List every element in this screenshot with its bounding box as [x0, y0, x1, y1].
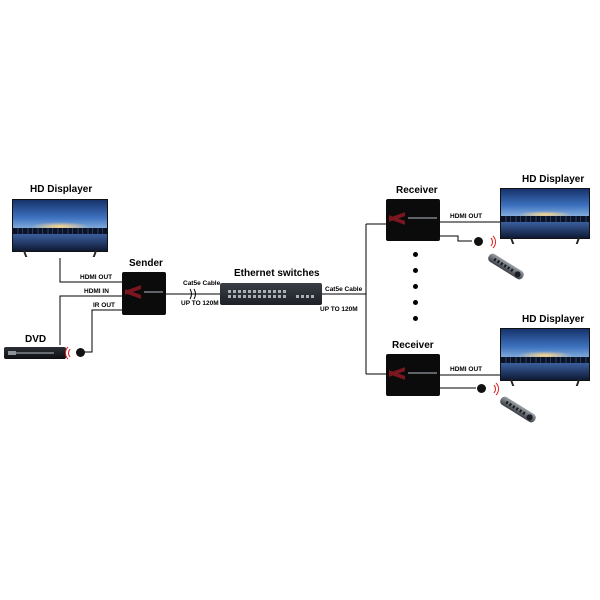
label-hd-displayer-right-top: HD Displayer [522, 174, 585, 185]
ir-wave-icon [481, 380, 499, 398]
tv-icon [500, 188, 590, 244]
receiver-top-box-icon [386, 199, 440, 241]
label-hd-displayer-right-bottom: HD Displayer [522, 314, 585, 325]
line-dvd-to-sender [59, 295, 122, 345]
label-cat5e-left: Cat5e Cable [183, 280, 221, 287]
switch-uplink-port [296, 295, 299, 298]
switch-port [248, 295, 251, 298]
line-sender-to-tv [59, 258, 122, 283]
switch-uplink-port [301, 295, 304, 298]
switch-port [268, 290, 271, 293]
switch-port [283, 295, 286, 298]
switch-port [268, 295, 271, 298]
switch-port [278, 295, 281, 298]
label-cat5e-right: Cat5e Cable [325, 286, 363, 293]
label-up-to-left: UP TO 120M [181, 300, 219, 307]
switch-port [228, 295, 231, 298]
receiver-bottom-box-icon [386, 354, 440, 396]
switch-port [248, 290, 251, 293]
continuation-dot [413, 268, 418, 273]
sender-box-icon [122, 272, 166, 315]
label-up-to-right: UP TO 120M [320, 306, 358, 313]
label-ir-out-sender: IR OUT [93, 302, 116, 309]
dvd-player-icon [4, 347, 66, 359]
label-hdmi-out-sender: HDMI OUT [80, 274, 113, 281]
switch-port [253, 295, 256, 298]
continuation-dot [413, 284, 418, 289]
tv-icon [12, 199, 108, 257]
switch-port [243, 290, 246, 293]
line-receiver-top-ir [440, 235, 472, 242]
label-dvd: DVD [25, 334, 47, 345]
switch-port [258, 295, 261, 298]
switch-port [233, 290, 236, 293]
switch-port [273, 295, 276, 298]
switch-port [238, 295, 241, 298]
label-hd-displayer-left: HD Displayer [30, 184, 93, 195]
label-ethernet-switches: Ethernet switches [234, 268, 320, 279]
ir-sensor-icon [76, 348, 85, 357]
switch-uplink-port [311, 295, 314, 298]
label-receiver-top: Receiver [396, 185, 438, 196]
cable-break-left [189, 288, 196, 300]
switch-port [233, 295, 236, 298]
label-hdmi-out-receiver-bottom: HDMI OUT [450, 366, 483, 373]
switch-port [258, 290, 261, 293]
switch-port [228, 290, 231, 293]
switch-port [253, 290, 256, 293]
switch-port [283, 290, 286, 293]
switch-port [238, 290, 241, 293]
label-receiver-bottom: Receiver [392, 340, 434, 351]
network-switch-icon [220, 283, 322, 305]
tv-icon [500, 328, 590, 386]
label-hdmi-in-sender: HDMI IN [84, 288, 109, 295]
switch-port [273, 290, 276, 293]
continuation-dot [413, 252, 418, 257]
ir-wave-icon [65, 344, 83, 362]
line-sender-ir-out [84, 309, 122, 353]
continuation-dot [413, 300, 418, 305]
label-sender: Sender [129, 258, 163, 269]
switch-uplink-port [306, 295, 309, 298]
switch-port [278, 290, 281, 293]
label-hdmi-out-receiver-top: HDMI OUT [450, 213, 483, 220]
switch-port [263, 290, 266, 293]
ir-wave-icon [478, 233, 496, 251]
continuation-dot [413, 316, 418, 321]
switch-port [263, 295, 266, 298]
switch-port [243, 295, 246, 298]
